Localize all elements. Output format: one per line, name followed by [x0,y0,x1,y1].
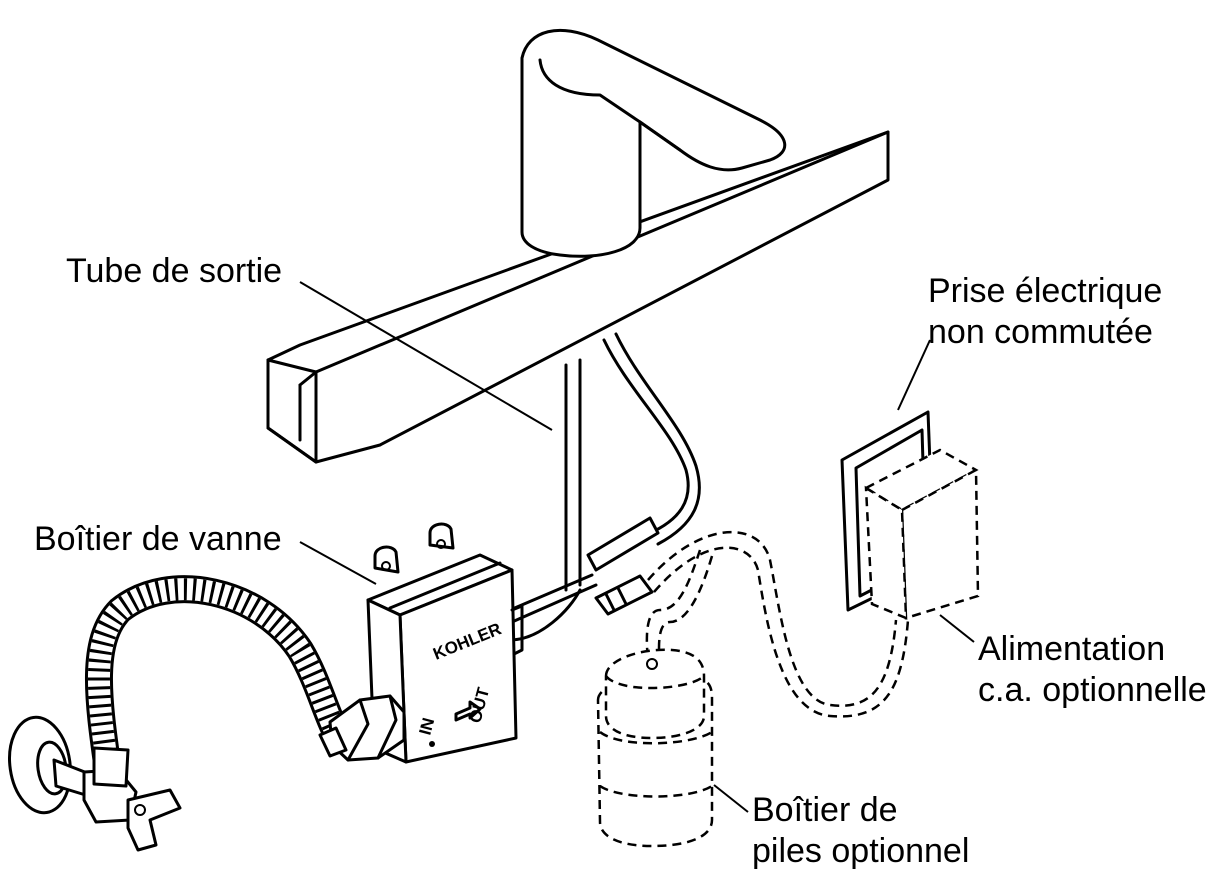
faucet [520,28,787,258]
ac-power-supply-optional [863,448,980,620]
label-outlet-tube: Tube de sortie [66,252,283,290]
label-valve-box: Boîtier de vanne [34,520,282,558]
label-ac-power-line-1: Alimentation [978,630,1166,668]
leader-outlet-tube [299,281,553,431]
leader-battery-box [713,784,749,813]
inlet-marking: IN [416,716,439,737]
label-ac-power-line-2: c.a. optionnelle [978,671,1207,709]
label-battery-box-line-2: piles optionnel [752,832,970,870]
label-electrical-outlet-line-2: non commutée [928,313,1153,351]
leader-electrical-outlet [897,339,931,411]
label-electrical-outlet: Prise électrique non commutée [928,271,1162,353]
leader-lines [299,281,975,813]
connector-plug [594,574,654,616]
braided-hose [85,575,406,784]
leader-valve-box [299,541,377,585]
supply-lines [508,332,701,642]
ac-cable-optional [647,530,910,718]
leader-ac-power [939,614,975,643]
battery-box-optional [596,648,714,848]
label-battery-box: Boîtier de piles optionnel [752,790,969,871]
battery-cable-optional [645,549,714,665]
shutoff-valve [8,715,182,852]
label-battery-box-line-1: Boîtier de [752,791,898,829]
label-ac-power: Alimentation c.a. optionnelle [978,629,1207,711]
countertop [266,130,890,464]
label-electrical-outlet-line-1: Prise électrique [928,272,1163,310]
